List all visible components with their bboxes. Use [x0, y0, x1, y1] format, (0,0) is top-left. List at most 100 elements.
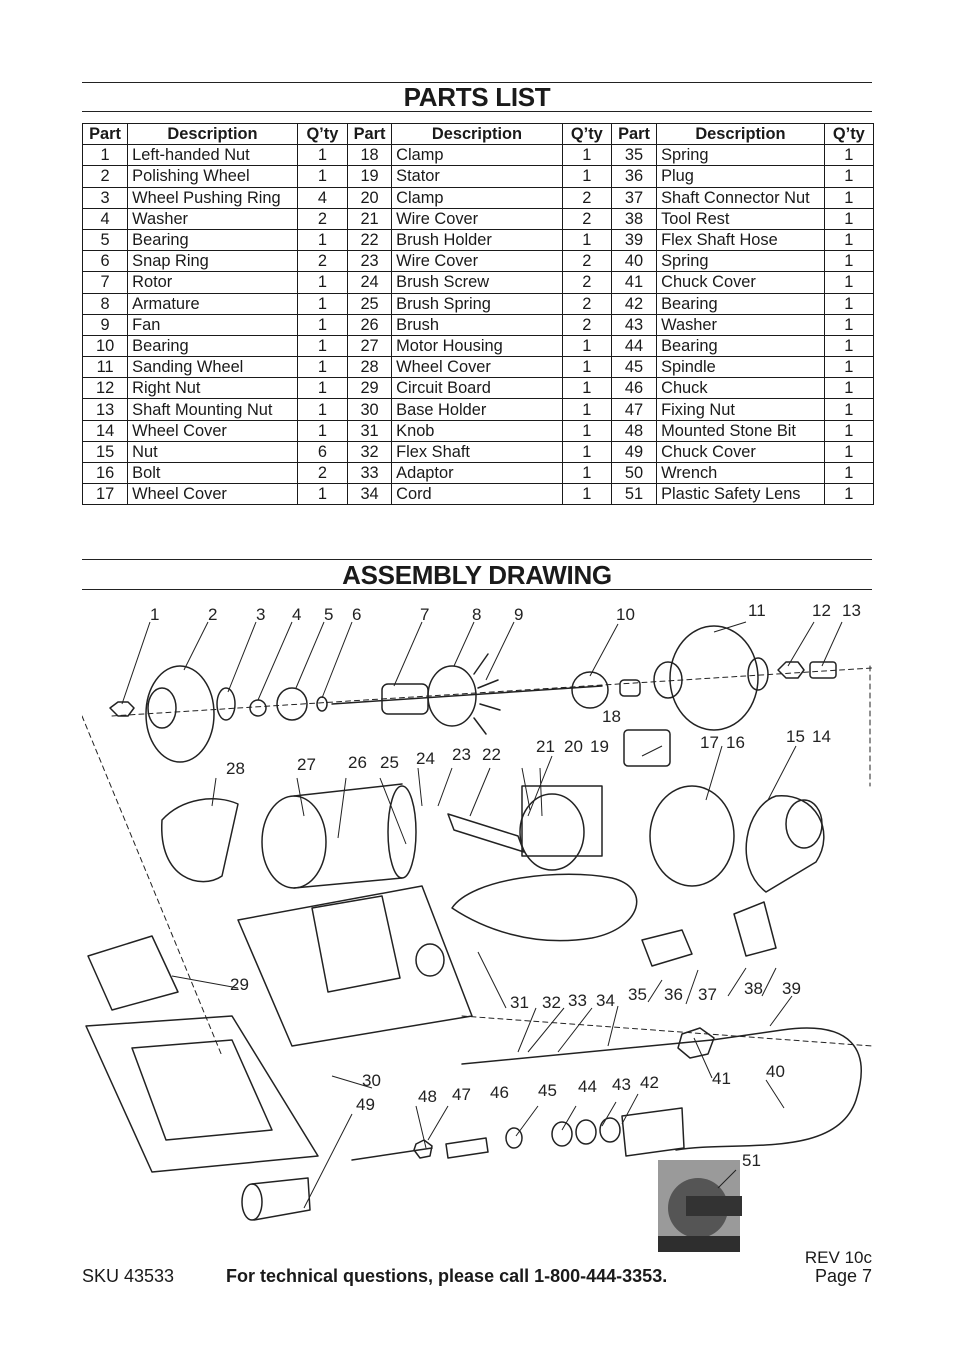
callout-number: 22	[482, 745, 501, 764]
part-description-cell: Flex Shaft Hose	[656, 228, 825, 252]
part-number-cell: 35	[610, 144, 658, 167]
part-number-cell: 41	[610, 271, 658, 294]
callout-number: 38	[744, 979, 763, 998]
parts-header-cell: Q’ty	[561, 122, 612, 146]
part-number-cell: 23	[346, 250, 393, 273]
part-description-cell: Shaft Mounting Nut	[127, 398, 298, 421]
part-quantity-cell: 1	[823, 186, 875, 209]
part-description-cell: Bearing	[127, 334, 298, 358]
part-description-cell: Tool Rest	[656, 207, 825, 230]
parts-header-cell: Description	[391, 122, 563, 146]
part-number-cell: 26	[346, 313, 393, 336]
part-quantity-cell: 1	[561, 377, 612, 400]
part-quantity-cell: 1	[296, 313, 348, 336]
part-description-cell: Circuit Board	[391, 377, 563, 400]
callout-number: 36	[664, 985, 683, 1004]
part-quantity-cell: 1	[561, 419, 612, 442]
footer-support-line: For technical questions, please call 1-8…	[226, 1266, 668, 1286]
part-number-cell: 20	[346, 186, 393, 209]
part-quantity-cell: 1	[561, 440, 612, 464]
callout-number: 37	[698, 985, 717, 1004]
part-number-cell: 11	[81, 356, 129, 379]
callout-number: 48	[418, 1087, 437, 1106]
part-description-cell: Base Holder	[391, 398, 563, 421]
part-number-cell: 42	[610, 292, 658, 315]
part-quantity-cell: 1	[823, 483, 875, 506]
callout-number: 14	[812, 727, 831, 746]
part-quantity-cell: 2	[296, 250, 348, 273]
part-description-cell: Bearing	[656, 292, 825, 315]
part-description-cell: Brush	[391, 313, 563, 336]
callout-number: 27	[297, 755, 316, 774]
part-number-cell: 12	[81, 377, 129, 400]
callout-number: 9	[514, 605, 523, 624]
part-number-cell: 44	[610, 334, 658, 358]
parts-header-cell: Description	[127, 122, 298, 146]
part-quantity-cell: 2	[561, 207, 612, 230]
part-number-cell: 24	[346, 271, 393, 294]
part-number-cell: 45	[610, 356, 658, 379]
part-number-cell: 5	[81, 228, 129, 252]
part-description-cell: Spring	[656, 144, 825, 167]
parts-header-cell: Part	[610, 122, 658, 146]
part-description-cell: Clamp	[391, 144, 563, 167]
part-description-cell: Bearing	[656, 334, 825, 358]
part-quantity-cell: 6	[296, 440, 348, 464]
callout-number: 7	[420, 605, 429, 624]
callout-number: 31	[510, 993, 529, 1012]
callout-number: 33	[568, 991, 587, 1010]
part-quantity-cell: 2	[561, 313, 612, 336]
callout-number: 45	[538, 1081, 557, 1100]
part-quantity-cell: 1	[561, 334, 612, 358]
part-number-cell: 46	[610, 377, 658, 400]
part-description-cell: Sanding Wheel	[127, 356, 298, 379]
part-number-cell: 18	[346, 144, 393, 167]
part-description-cell: Wrench	[656, 461, 825, 485]
part-description-cell: Chuck Cover	[656, 271, 825, 294]
callout-number: 19	[590, 737, 609, 756]
part-quantity-cell: 2	[561, 186, 612, 209]
part-number-cell: 15	[81, 440, 129, 464]
part-number-cell: 30	[346, 398, 393, 421]
part-quantity-cell: 1	[296, 334, 348, 358]
callout-number: 20	[564, 737, 583, 756]
parts-header-cell: Q’ty	[823, 122, 875, 146]
part-description-cell: Rotor	[127, 271, 298, 294]
callout-number: 12	[812, 601, 831, 620]
part-quantity-cell: 1	[561, 356, 612, 379]
part-description-cell: Wheel Cover	[127, 483, 298, 506]
part-number-cell: 28	[346, 356, 393, 379]
safety-lens-photo	[658, 1160, 742, 1252]
callout-number: 35	[628, 985, 647, 1004]
part-number-cell: 48	[610, 419, 658, 442]
callout-number: 5	[324, 605, 333, 624]
part-description-cell: Armature	[127, 292, 298, 315]
callout-number: 42	[640, 1073, 659, 1092]
part-quantity-cell: 1	[823, 313, 875, 336]
part-description-cell: Motor Housing	[391, 334, 563, 358]
callout-number: 26	[348, 753, 367, 772]
callout-number: 49	[356, 1095, 375, 1114]
part-number-cell: 10	[81, 334, 129, 358]
callout-number: 47	[452, 1085, 471, 1104]
footer-sku: SKU 43533	[82, 1266, 175, 1286]
callout-number: 24	[416, 749, 435, 768]
part-quantity-cell: 1	[823, 250, 875, 273]
parts-header-cell: Description	[656, 122, 825, 146]
callout-number: 17	[700, 733, 719, 752]
part-number-cell: 38	[610, 207, 658, 230]
callout-number: 1	[150, 605, 159, 624]
callout-number: 29	[230, 975, 249, 994]
part-number-cell: 51	[610, 483, 658, 506]
part-number-cell: 22	[346, 228, 393, 252]
